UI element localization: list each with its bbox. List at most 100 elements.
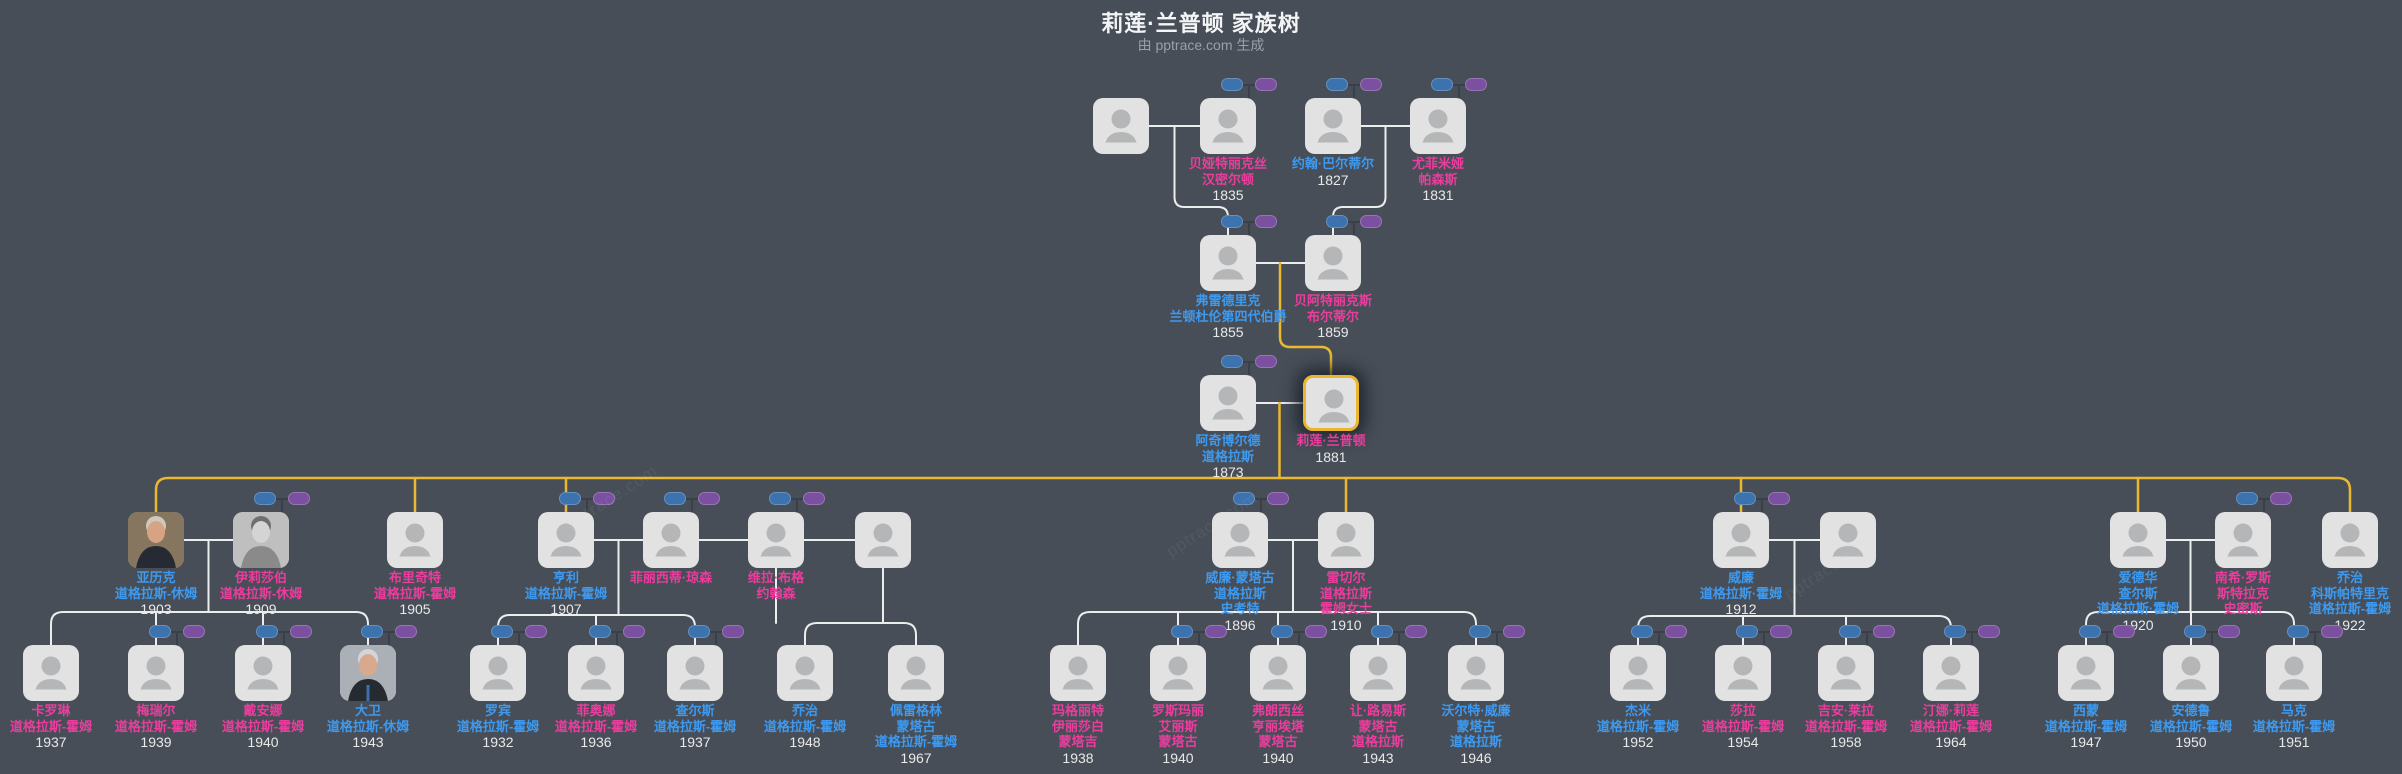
person-box[interactable] [1318,512,1374,568]
person-box[interactable] [128,645,184,701]
person-box[interactable] [1715,645,1771,701]
collapsed-parents-pills[interactable] [1326,78,1382,98]
person-box[interactable] [888,645,944,701]
mother-pill-icon[interactable] [2218,625,2240,638]
person-box[interactable] [128,512,184,568]
father-pill-icon[interactable] [2236,492,2258,505]
father-pill-icon[interactable] [1469,625,1491,638]
person-box[interactable] [1923,645,1979,701]
person-box[interactable] [1350,645,1406,701]
father-pill-icon[interactable] [664,492,686,505]
father-pill-icon[interactable] [1839,625,1861,638]
collapsed-parents-pills[interactable] [2079,625,2135,645]
mother-pill-icon[interactable] [803,492,825,505]
father-pill-icon[interactable] [2079,625,2101,638]
person-box[interactable] [387,512,443,568]
father-pill-icon[interactable] [589,625,611,638]
collapsed-parents-pills[interactable] [361,625,417,645]
mother-pill-icon[interactable] [1255,78,1277,91]
person-box[interactable] [538,512,594,568]
father-pill-icon[interactable] [1233,492,1255,505]
father-pill-icon[interactable] [688,625,710,638]
collapsed-parents-pills[interactable] [1371,625,1427,645]
collapsed-parents-pills[interactable] [1944,625,2000,645]
mother-pill-icon[interactable] [1360,215,1382,228]
collapsed-parents-pills[interactable] [149,625,205,645]
father-pill-icon[interactable] [1431,78,1453,91]
person-box[interactable] [643,512,699,568]
collapsed-parents-pills[interactable] [1221,215,1277,235]
collapsed-parents-pills[interactable] [1233,492,1289,512]
father-pill-icon[interactable] [769,492,791,505]
mother-pill-icon[interactable] [623,625,645,638]
person-box[interactable] [1093,98,1149,154]
mother-pill-icon[interactable] [698,492,720,505]
person-box[interactable] [233,512,289,568]
collapsed-parents-pills[interactable] [1221,355,1277,375]
father-pill-icon[interactable] [559,492,581,505]
collapsed-parents-pills[interactable] [256,625,312,645]
collapsed-parents-pills[interactable] [589,625,645,645]
mother-pill-icon[interactable] [1665,625,1687,638]
person-box[interactable] [1448,645,1504,701]
collapsed-parents-pills[interactable] [1839,625,1895,645]
mother-pill-icon[interactable] [1405,625,1427,638]
collapsed-parents-pills[interactable] [2184,625,2240,645]
mother-pill-icon[interactable] [1205,625,1227,638]
mother-pill-icon[interactable] [395,625,417,638]
mother-pill-icon[interactable] [525,625,547,638]
mother-pill-icon[interactable] [1503,625,1525,638]
father-pill-icon[interactable] [1326,78,1348,91]
person-box[interactable] [1212,512,1268,568]
mother-pill-icon[interactable] [722,625,744,638]
mother-pill-icon[interactable] [593,492,615,505]
mother-pill-icon[interactable] [1768,492,1790,505]
person-box[interactable] [1200,235,1256,291]
person-box[interactable] [1305,235,1361,291]
mother-pill-icon[interactable] [1873,625,1895,638]
person-box[interactable] [470,645,526,701]
person-box[interactable] [1150,645,1206,701]
collapsed-parents-pills[interactable] [254,492,310,512]
mother-pill-icon[interactable] [1267,492,1289,505]
collapsed-parents-pills[interactable] [1431,78,1487,98]
collapsed-parents-pills[interactable] [1271,625,1327,645]
mother-pill-icon[interactable] [2113,625,2135,638]
root-person-box[interactable] [1303,375,1359,431]
father-pill-icon[interactable] [1944,625,1966,638]
mother-pill-icon[interactable] [183,625,205,638]
person-box[interactable] [1610,645,1666,701]
collapsed-parents-pills[interactable] [664,492,720,512]
collapsed-parents-pills[interactable] [1326,215,1382,235]
father-pill-icon[interactable] [1631,625,1653,638]
person-box[interactable] [748,512,804,568]
person-box[interactable] [2163,645,2219,701]
father-pill-icon[interactable] [1371,625,1393,638]
person-box[interactable] [1305,98,1361,154]
mother-pill-icon[interactable] [1305,625,1327,638]
collapsed-parents-pills[interactable] [491,625,547,645]
person-box[interactable] [1050,645,1106,701]
father-pill-icon[interactable] [1221,78,1243,91]
person-box[interactable] [1410,98,1466,154]
collapsed-parents-pills[interactable] [688,625,744,645]
person-box[interactable] [777,645,833,701]
person-box[interactable] [2110,512,2166,568]
mother-pill-icon[interactable] [1770,625,1792,638]
person-box[interactable] [23,645,79,701]
father-pill-icon[interactable] [361,625,383,638]
father-pill-icon[interactable] [1326,215,1348,228]
person-box[interactable] [1200,375,1256,431]
collapsed-parents-pills[interactable] [769,492,825,512]
person-box[interactable] [1713,512,1769,568]
collapsed-parents-pills[interactable] [2287,625,2343,645]
father-pill-icon[interactable] [2287,625,2309,638]
mother-pill-icon[interactable] [1255,355,1277,368]
person-box[interactable] [1820,512,1876,568]
mother-pill-icon[interactable] [2321,625,2343,638]
collapsed-parents-pills[interactable] [1171,625,1227,645]
person-box[interactable] [1250,645,1306,701]
person-box[interactable] [667,645,723,701]
person-box[interactable] [2322,512,2378,568]
collapsed-parents-pills[interactable] [1631,625,1687,645]
